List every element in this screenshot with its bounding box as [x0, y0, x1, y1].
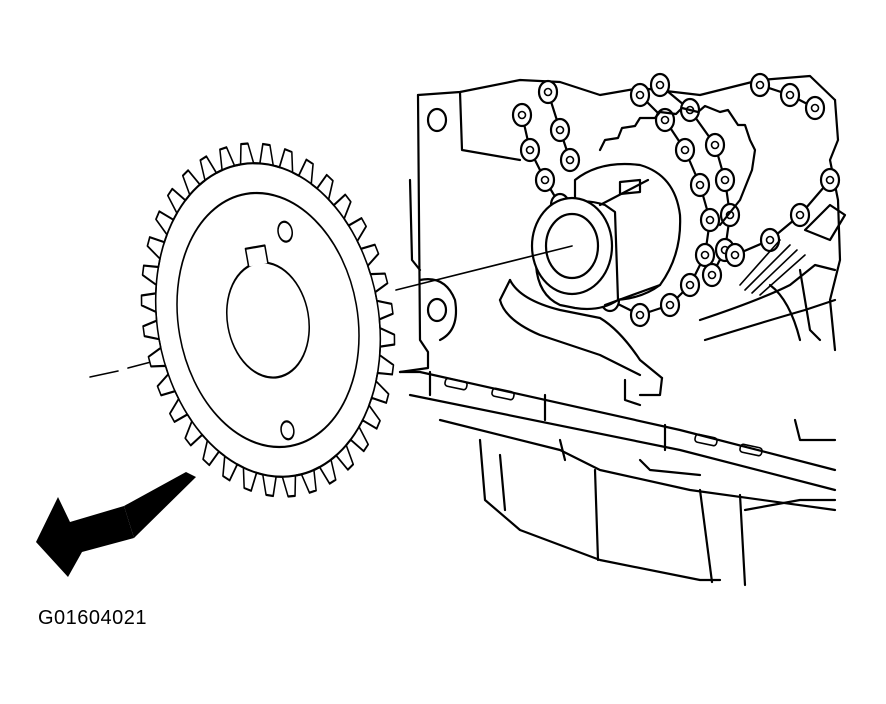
crankshaft-hub [530, 162, 682, 311]
arrow-icon [36, 472, 196, 577]
engine-block [398, 74, 842, 587]
crankshaft-sprocket [140, 142, 396, 498]
figure-code: G01604021 [38, 607, 148, 629]
camshaft-sprocket [598, 104, 757, 227]
chain-guides [498, 203, 847, 407]
timing-chain [511, 72, 841, 328]
